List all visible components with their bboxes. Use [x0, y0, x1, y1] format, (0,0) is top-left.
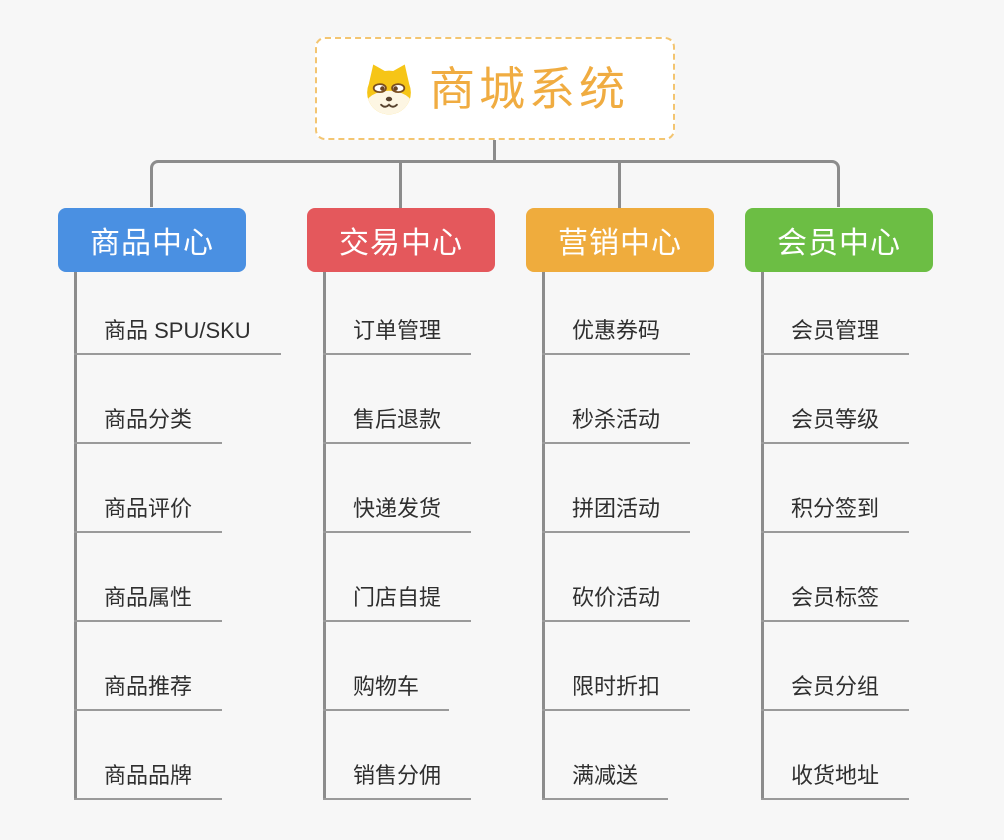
leaf-node[interactable]: 砍价活动	[542, 584, 691, 622]
leaf-node[interactable]: 商品属性	[74, 584, 223, 622]
leaf-column-marketing-center: 优惠券码 秒杀活动 拼团活动 砍价活动 限时折扣 满减送	[542, 272, 691, 800]
connector-stem	[493, 140, 496, 162]
branch-node-trade-center[interactable]: 交易中心	[307, 208, 495, 272]
leaf-node[interactable]: 优惠券码	[542, 317, 691, 355]
branch-label: 营销中心	[558, 227, 682, 260]
leaf-node[interactable]: 满减送	[542, 762, 669, 800]
leaf-node[interactable]: 拼团活动	[542, 495, 691, 533]
dog-face-icon	[367, 64, 411, 114]
leaf-node[interactable]: 销售分佣	[323, 762, 472, 800]
leaf-node[interactable]: 会员分组	[761, 673, 910, 711]
leaf-node[interactable]: 商品 SPU/SKU	[74, 317, 281, 355]
branch-trunk	[542, 272, 545, 799]
leaf-node[interactable]: 收货地址	[761, 762, 910, 800]
leaf-node[interactable]: 秒杀活动	[542, 406, 691, 444]
leaf-node[interactable]: 会员标签	[761, 584, 910, 622]
branch-trunk	[761, 272, 764, 799]
leaf-column-member-center: 会员管理 会员等级 积分签到 会员标签 会员分组 收货地址	[761, 272, 910, 800]
branch-trunk	[74, 272, 77, 799]
leaf-node[interactable]: 门店自提	[323, 584, 472, 622]
leaf-node[interactable]: 商品品牌	[74, 762, 223, 800]
branch-label: 商品中心	[90, 227, 214, 260]
connector-bus	[150, 160, 840, 207]
leaf-column-product-center: 商品 SPU/SKU 商品分类 商品评价 商品属性 商品推荐 商品品牌	[74, 272, 281, 800]
connector-drop	[399, 163, 402, 208]
leaf-node[interactable]: 积分签到	[761, 495, 910, 533]
connector-drop	[618, 163, 621, 208]
branch-node-member-center[interactable]: 会员中心	[745, 208, 933, 272]
leaf-column-trade-center: 订单管理 售后退款 快递发货 门店自提 购物车 销售分佣	[323, 272, 472, 800]
branch-label: 交易中心	[339, 227, 463, 260]
leaf-node[interactable]: 会员管理	[761, 317, 910, 355]
branch-node-marketing-center[interactable]: 营销中心	[526, 208, 714, 272]
leaf-node[interactable]: 售后退款	[323, 406, 472, 444]
branch-trunk	[323, 272, 326, 799]
branch-label: 会员中心	[777, 227, 901, 260]
leaf-node[interactable]: 商品分类	[74, 406, 223, 444]
leaf-node[interactable]: 快递发货	[323, 495, 472, 533]
leaf-node[interactable]: 会员等级	[761, 406, 910, 444]
branch-node-product-center[interactable]: 商品中心	[58, 208, 246, 272]
leaf-node[interactable]: 商品评价	[74, 495, 223, 533]
root-title: 商城系统	[429, 62, 629, 115]
root-node[interactable]: 商城系统	[315, 37, 675, 140]
leaf-node[interactable]: 购物车	[323, 673, 450, 711]
leaf-node[interactable]: 商品推荐	[74, 673, 223, 711]
leaf-node[interactable]: 限时折扣	[542, 673, 691, 711]
leaf-node[interactable]: 订单管理	[323, 317, 472, 355]
